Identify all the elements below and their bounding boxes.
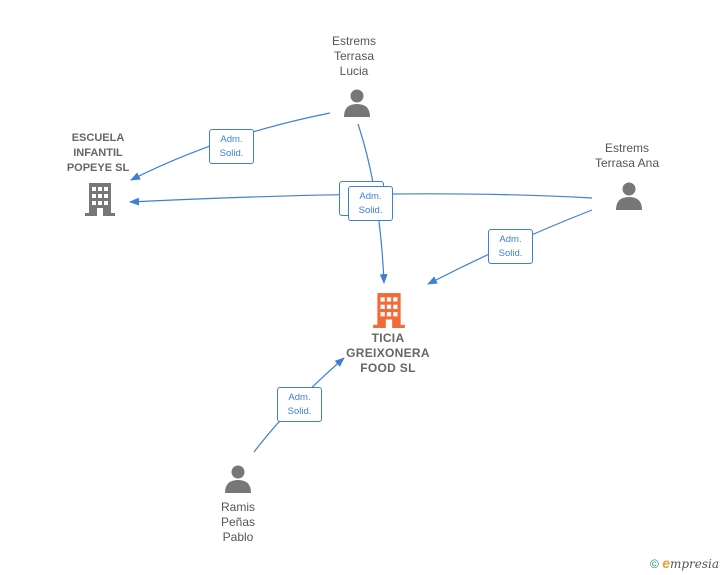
footer-branding: © empresia (650, 555, 719, 571)
node-label-escuela: ESCUELA INFANTIL POPEYE SL (66, 132, 130, 174)
brand-logo-initial: e (662, 555, 670, 571)
brand-logo-text: mpresia (669, 557, 720, 571)
node-label-lucia: Estrems Terrasa Lucia (331, 34, 376, 78)
building-icon[interactable] (84, 182, 116, 216)
node-label-ana: Estrems Terrasa Ana (594, 141, 660, 170)
person-icon[interactable] (223, 464, 253, 494)
edge-badge-lucia-ticia[interactable]: Adm. Solid. (348, 186, 393, 221)
building-icon[interactable] (372, 292, 406, 328)
node-label-ticia: TICIA GREIXONERA FOOD SL (346, 331, 430, 375)
person-icon[interactable] (342, 88, 372, 118)
node-label-ramis: Ramis Peñas Pablo (220, 500, 256, 544)
edge-badge-ramis-ticia[interactable]: Adm. Solid. (277, 387, 322, 422)
edge-badge-lucia-escuela[interactable]: Adm. Solid. (209, 129, 254, 164)
copyright-symbol: © (650, 557, 659, 571)
person-icon[interactable] (614, 181, 644, 211)
edge-badge-ana-ticia[interactable]: Adm. Solid. (488, 229, 533, 264)
